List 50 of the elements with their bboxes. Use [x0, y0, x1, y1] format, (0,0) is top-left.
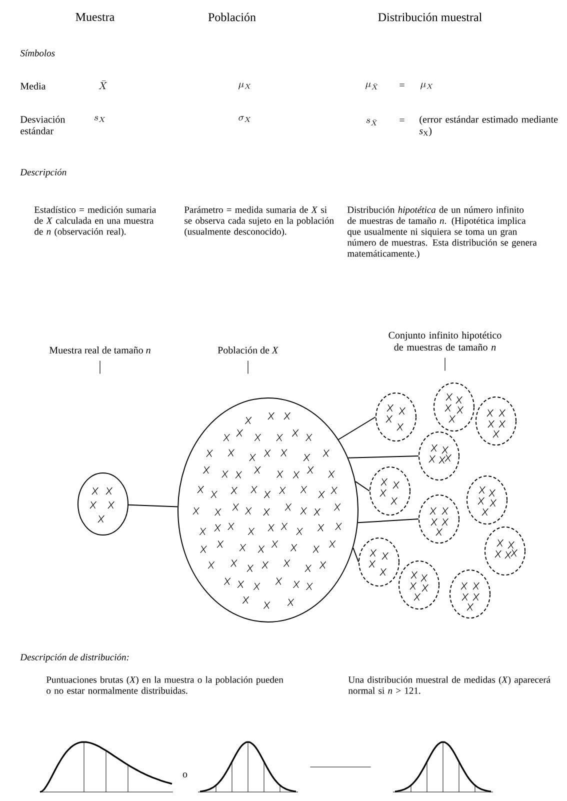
node-label: Muestra real de tamaño n: [49, 346, 150, 354]
sample-circle: [358, 538, 400, 586]
node-label: Población de X: [218, 346, 278, 354]
connector-line: [352, 547, 359, 562]
connector-line: [357, 518, 419, 524]
section-heading: Descripción: [20, 168, 66, 178]
symbol-formula: $\bar{X}$: [98, 80, 107, 90]
label-text: Desviación estándar: [20, 116, 66, 134]
distribution-curve-drawing: [198, 741, 298, 792]
symbol-formula: $\sigma_X$: [238, 116, 251, 122]
connector-line: [338, 416, 376, 440]
connector-line: [348, 456, 419, 458]
sample-circle: [376, 392, 416, 442]
label-text: Estadístico = medición sumaria de X calculada en una muestra de n (observación real).: [34, 206, 156, 237]
column-heading: Distribución muestral: [378, 12, 482, 22]
distribution-curve-drawing: [40, 741, 174, 793]
label-text: (error estándar estimado mediante s$_{X}$): [419, 116, 558, 136]
sample-circle: [484, 526, 526, 576]
sample-circle: [418, 432, 460, 480]
label-text: o: [182, 772, 188, 778]
connector-line: [310, 766, 372, 768]
label-text: Puntuaciones brutas (X) en la muestra o la población pueden o no estar normalmente distribuidas.: [46, 676, 284, 694]
symbol-formula: $\mu_X$: [420, 82, 433, 90]
section-heading: Descripción de distribución:: [20, 654, 129, 662]
sample-circle: [476, 396, 516, 446]
label-text: Una distribución muestral de medidas (X) aparecerá normal si n > 121.: [348, 676, 550, 694]
connector-line: [128, 504, 178, 508]
sample-circle: [418, 494, 460, 544]
sample-circle: [466, 476, 508, 524]
symbol-formula: $\mu_{\bar{X}}$: [365, 82, 378, 90]
sample-circle: [398, 560, 440, 610]
label-text: =: [400, 118, 404, 122]
node-label: Conjunto infinito hipotético de muestras de tamaño n: [388, 331, 502, 351]
symbol-formula: $\mu_X$: [238, 82, 251, 90]
label-text: =: [400, 84, 404, 86]
sample-circle: [434, 382, 474, 432]
section-heading: Símbolos: [20, 50, 55, 56]
label-text: Distribución hipotética de un número infinito de muestras de tamaño n. (Hipotética implica que usualmente ni siquiera se toma un gran número de muestras. Esta distribución se genera matemáticamente.): [347, 206, 537, 259]
sample-circle: [370, 466, 410, 516]
symbol-formula: $s_X$: [94, 116, 106, 122]
sample-circle: [450, 570, 490, 618]
column-heading: Muestra: [76, 13, 114, 21]
population-ellipse: [178, 398, 358, 622]
column-heading: Población: [208, 12, 256, 22]
connector-line: [355, 481, 370, 492]
label-text: Parámetro = medida sumaria de X si se observa cada sujeto en la población (usualmente desconocido).: [184, 206, 334, 237]
label-text: Media: [20, 82, 46, 90]
symbol-formula: $s_{\bar{X}}$: [366, 118, 378, 126]
sample-ellipse: [78, 472, 128, 536]
distribution-curve-drawing: [392, 741, 494, 792]
